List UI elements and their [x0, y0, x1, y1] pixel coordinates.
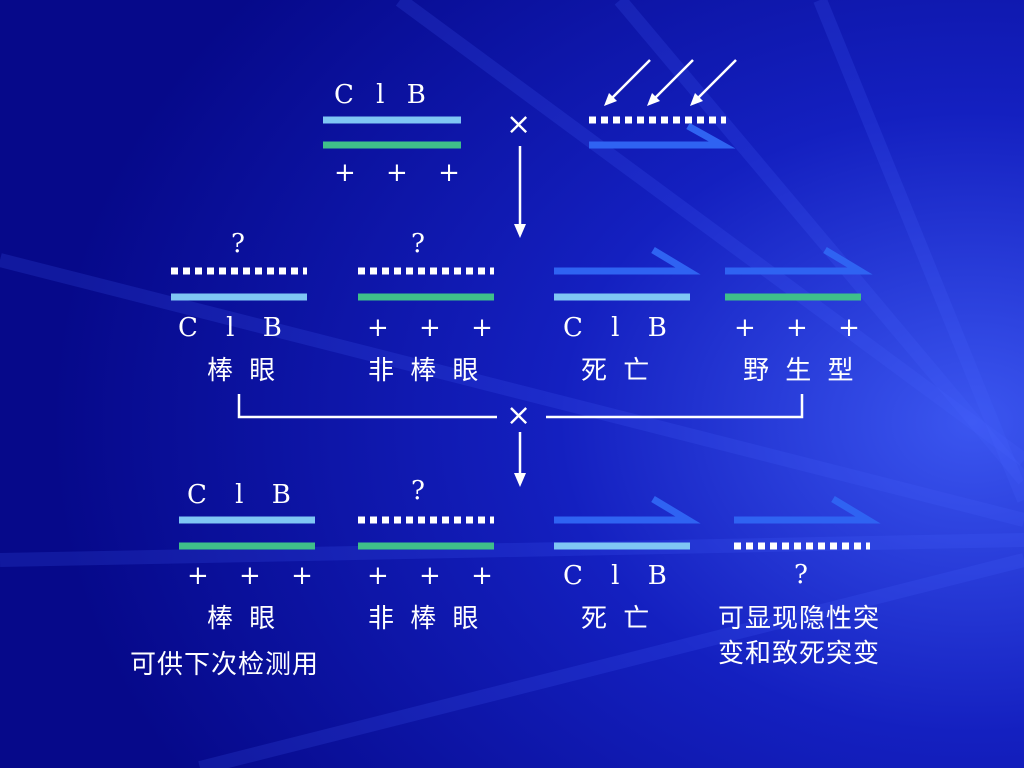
irradiation-arrow [609, 59, 651, 101]
f1-offspring-2-phenotype: 非 棒 眼 [368, 356, 483, 386]
f2-offspring-1-genotype-bottom: + + + [187, 561, 313, 591]
f1-cross-arrowhead [514, 473, 526, 487]
male-y-chromosome [589, 122, 736, 149]
f2-offspring-2-phenotype: 非 棒 眼 [368, 604, 483, 634]
f1-offspring-4-y-chromosome [725, 246, 873, 275]
f2-offspring-3-phenotype: 死 亡 [581, 604, 654, 634]
f1-offspring-4-genotype: + + + [734, 313, 860, 343]
f2-offspring-4-description-line2: 变和致死突变 [718, 639, 881, 669]
female-genotype-top: C l B [334, 80, 426, 110]
irradiation-arrow [695, 59, 737, 101]
f1-offspring-1-phenotype: 棒 眼 [207, 356, 280, 386]
f1-cross-symbol: × [506, 398, 532, 433]
f1-offspring-2-genotype: + + + [367, 313, 493, 343]
f1-offspring-3-phenotype: 死 亡 [581, 356, 654, 386]
f1-offspring-2-top-label: ? [411, 229, 425, 259]
f1-cross-bracket-left [237, 394, 497, 419]
irradiation-arrowhead [604, 93, 617, 106]
f2-offspring-2-genotype-bottom: + + + [367, 561, 493, 591]
f1-offspring-3-genotype: C l B [563, 313, 667, 343]
f1-offspring-4-phenotype: 野 生 型 [743, 356, 858, 386]
female-genotype-bottom: + + + [334, 158, 460, 188]
f1-cross-bracket-right [546, 394, 804, 419]
irradiation-arrowhead [690, 93, 703, 106]
p-cross-symbol: × [506, 107, 532, 142]
f2-offspring-1-phenotype: 棒 眼 [207, 604, 280, 634]
irradiation-arrowhead [647, 93, 660, 106]
f2-note: 可供下次检测用 [130, 650, 320, 680]
f1-offspring-1-top-label: ? [231, 229, 245, 259]
f1-offspring-1-genotype: C l B [178, 313, 282, 343]
f2-offspring-4-description-line1: 可显现隐性突 [718, 604, 881, 634]
p-cross-arrowhead [514, 224, 526, 238]
f2-offspring-3-y-chromosome [554, 495, 701, 524]
irradiation-arrow [652, 59, 694, 101]
f2-offspring-4-bottom-label: ? [794, 560, 808, 590]
f2-offspring-2-top-label: ? [411, 476, 425, 506]
f1-offspring-3-y-chromosome [554, 246, 701, 275]
f2-offspring-4-y-chromosome [734, 495, 881, 524]
f2-offspring-3-genotype: C l B [563, 561, 667, 591]
f2-offspring-1-genotype-top: C l B [187, 480, 291, 510]
